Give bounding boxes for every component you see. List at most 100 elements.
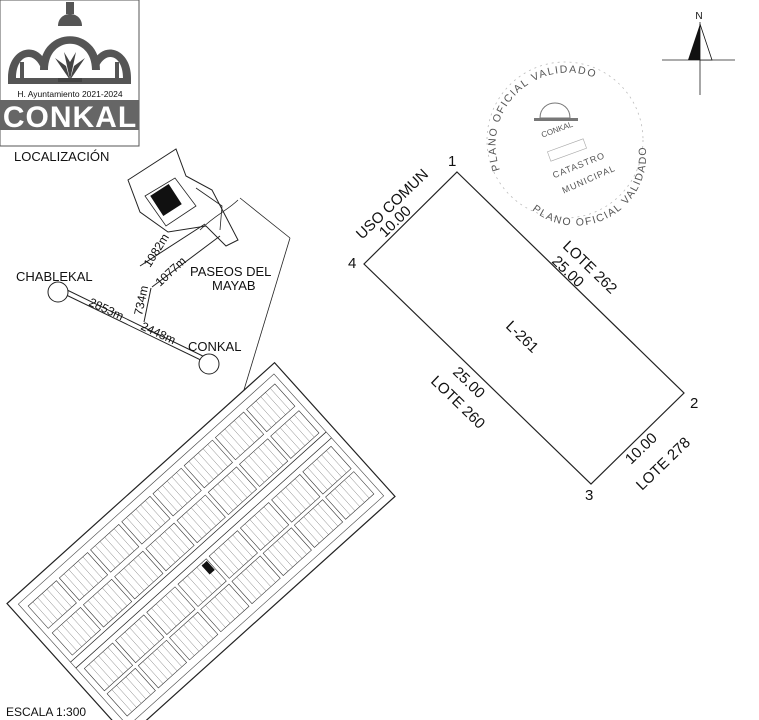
- lot-divider: [281, 536, 303, 559]
- lot-divider: [223, 543, 244, 566]
- lot-divider: [138, 555, 159, 578]
- subdivision-plan: [6, 361, 396, 720]
- road-1077: [151, 235, 221, 288]
- lot-divider: [348, 475, 370, 499]
- lot-divider: [104, 537, 125, 560]
- lot-divider: [232, 534, 253, 558]
- lot-divider: [245, 568, 267, 592]
- leader-line: [239, 237, 291, 404]
- lot-divider: [32, 601, 54, 625]
- lot-divider: [161, 644, 183, 667]
- lot-divider: [254, 515, 275, 538]
- lot-divider: [269, 388, 291, 411]
- subdivision-block: [325, 471, 375, 520]
- lot-divider: [316, 458, 338, 482]
- lot-divider: [82, 556, 104, 580]
- lot-divider: [102, 587, 123, 611]
- lot-divider: [147, 657, 168, 680]
- lot-261-marker: [201, 560, 215, 575]
- vertex-3: 3: [585, 487, 593, 504]
- lot-divider: [196, 567, 218, 590]
- lot-divider: [224, 588, 245, 611]
- distance-734: 734m: [131, 284, 151, 316]
- subdivision-block: [83, 642, 134, 692]
- lot-divider: [276, 495, 297, 519]
- lot-plan: 1 2 3 4 L-261 USO COMUN 10.00 LOTE 262 2…: [348, 153, 698, 504]
- leader-line: [239, 197, 291, 239]
- lot-divider: [321, 454, 342, 478]
- lot-divider: [124, 631, 146, 655]
- lot-divider: [150, 544, 171, 567]
- lot-divider: [92, 596, 114, 619]
- subdivision-block: [51, 606, 101, 656]
- lot-divider: [75, 611, 96, 635]
- lot-divider: [307, 467, 328, 490]
- logo-wordmark: CONKAL: [3, 101, 137, 134]
- lot-divider: [272, 544, 293, 568]
- lot-divider: [126, 517, 147, 540]
- lot-divider: [227, 539, 249, 562]
- lot-divider: [119, 572, 140, 595]
- lot-divider: [169, 527, 190, 550]
- lot-divider: [267, 548, 289, 572]
- lot-divider: [106, 583, 128, 606]
- lot-divider: [160, 599, 182, 623]
- lot-divider: [191, 507, 212, 531]
- north-arrow: N: [662, 11, 735, 95]
- lot-divider: [262, 442, 284, 466]
- lot-divider: [116, 685, 137, 708]
- lot-divider: [255, 560, 276, 583]
- lot-divider: [183, 624, 204, 648]
- lot-divider: [344, 479, 365, 503]
- lot-divider: [260, 396, 281, 420]
- lot-divider: [255, 400, 277, 424]
- lot-divider: [121, 680, 142, 704]
- lot-divider: [171, 476, 193, 500]
- lot-divider: [107, 647, 129, 670]
- lot-divider: [182, 579, 203, 603]
- lot-divider: [265, 392, 286, 415]
- lot-divider: [202, 448, 224, 472]
- lot-divider: [312, 463, 333, 486]
- lot-divider: [99, 541, 121, 564]
- lot-divider: [226, 475, 248, 498]
- lot-divider: [120, 636, 141, 659]
- lot-divider: [219, 592, 240, 615]
- subdivision-block: [114, 550, 164, 600]
- lot-divider: [259, 510, 280, 534]
- lot-divider: [286, 531, 307, 555]
- lot-divider: [128, 563, 149, 587]
- development-outline: [127, 148, 239, 247]
- lot-divider: [181, 516, 202, 539]
- lot-divider: [145, 500, 166, 524]
- lot-divider: [193, 456, 214, 480]
- lot-divider: [249, 519, 271, 542]
- subdivision-outline: [6, 361, 396, 720]
- lot-divider: [231, 470, 253, 494]
- lot-divider: [195, 503, 217, 526]
- lot-divider: [236, 576, 257, 600]
- lot-divider: [205, 605, 226, 628]
- lot-divider: [188, 461, 210, 484]
- lot-divider: [176, 472, 197, 495]
- lot-divider: [317, 503, 339, 527]
- vertex-2: 2: [690, 395, 698, 412]
- agave-icon: [55, 52, 85, 82]
- lot-divider: [165, 595, 186, 618]
- chablekal-label: CHABLEKAL: [16, 269, 93, 284]
- lot-divider: [178, 628, 200, 652]
- lot-divider: [125, 676, 147, 700]
- lot-divider: [129, 627, 150, 651]
- scale-label: ESCALA 1:300: [6, 705, 86, 719]
- lot-divider: [198, 452, 219, 476]
- vertex-4: 4: [348, 255, 356, 272]
- road-1082: [139, 223, 206, 267]
- lot-divider: [95, 545, 116, 569]
- lot-divider: [103, 651, 124, 674]
- official-stamp: PLANO OFICIAL VALIDADO PLANO OFICIAL VAL…: [486, 61, 648, 229]
- lot-divider: [219, 433, 241, 456]
- lot-divider: [140, 504, 161, 528]
- lot-divider: [130, 672, 151, 696]
- lot-divider: [155, 539, 176, 563]
- subdivision-block: [239, 438, 289, 487]
